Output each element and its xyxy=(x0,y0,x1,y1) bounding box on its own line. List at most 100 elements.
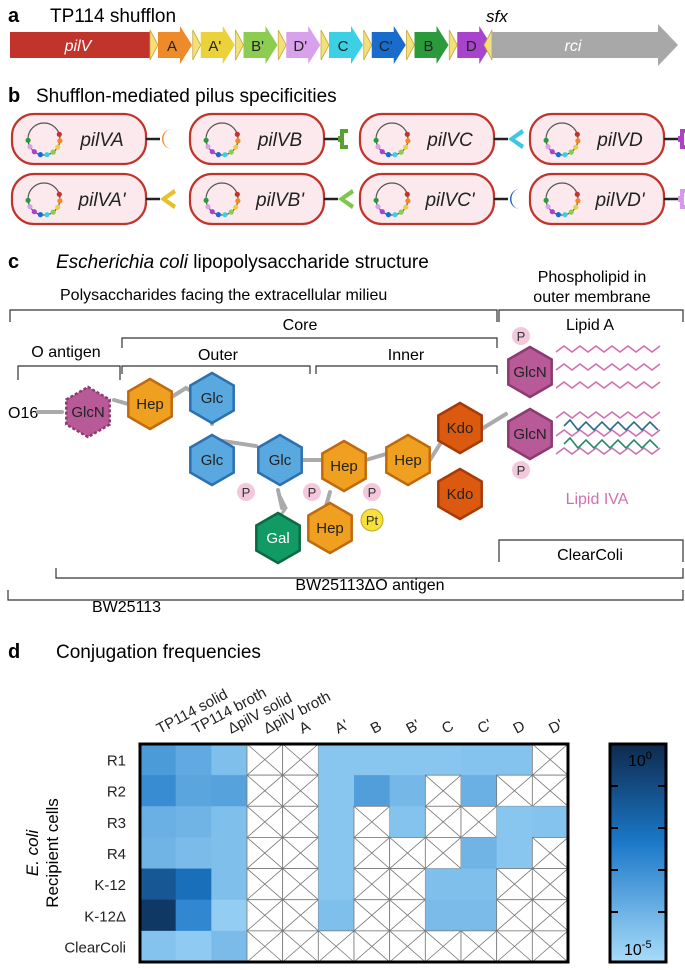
heatmap-cell xyxy=(425,744,462,776)
pilus-tip xyxy=(508,129,524,149)
shufflon-segment: C' xyxy=(363,26,406,64)
heatmap-cell-nd xyxy=(246,930,284,963)
plasmid-segment xyxy=(235,198,241,204)
heatmap-cell-nd xyxy=(246,774,284,807)
heatmap-cell xyxy=(389,744,426,776)
pilus-cell: pilVB xyxy=(188,112,348,166)
segment-label: D' xyxy=(293,38,307,55)
plasmid-segment xyxy=(543,197,549,203)
heatmap-column-label: A' xyxy=(332,716,351,737)
heatmap-cell-nd xyxy=(531,868,569,901)
o16-label: O16 xyxy=(8,405,38,422)
heatmap-cell-nd xyxy=(424,930,462,963)
heatmap-column-label: C xyxy=(439,717,457,737)
heatmap-cell xyxy=(461,744,498,776)
heatmap-cross xyxy=(282,743,319,776)
plasmid-segment xyxy=(404,131,410,137)
heatmap-cell-nd xyxy=(424,774,462,807)
heatmap-cross xyxy=(282,805,319,838)
plasmid-segment xyxy=(555,212,562,218)
clearcoli-label: ClearColi xyxy=(557,547,623,564)
heatmap-cell xyxy=(211,868,248,901)
heatmap-cross xyxy=(425,837,462,869)
plasmid-segment xyxy=(55,204,61,210)
plasmid-segment xyxy=(405,138,411,144)
tail-lipid-a xyxy=(563,418,659,432)
plasmid-segment xyxy=(385,212,391,218)
sugar-hep: Hep xyxy=(307,501,353,555)
heatmap-cell xyxy=(389,775,426,807)
heatmap-cell xyxy=(140,744,177,776)
sugar-label: GlcN xyxy=(71,404,104,421)
pilv-label: pilV xyxy=(64,38,93,55)
plasmid-segment xyxy=(379,149,385,155)
sugar-hep: Hep xyxy=(127,377,173,431)
heatmap-row-label: K-12 xyxy=(94,877,126,894)
panel-a-title: TP114 shufflon xyxy=(50,6,176,27)
cell-body xyxy=(10,112,148,166)
plasmid-segment xyxy=(549,209,555,215)
sfx-repeat xyxy=(192,29,202,61)
heatmap-cell-nd xyxy=(389,930,426,963)
sugar-kdo: Kdo xyxy=(437,467,483,521)
heatmap-cross xyxy=(353,837,390,869)
bracket-inner xyxy=(315,365,498,374)
heatmap-row-label: R2 xyxy=(107,784,126,801)
bracket-core xyxy=(121,337,498,348)
sfx-label: sfx xyxy=(486,7,508,26)
sugar-glcn: GlcN xyxy=(65,385,111,439)
colorbar-ticks xyxy=(610,785,666,913)
plasmid-segment xyxy=(379,209,385,215)
sugar-label: GlcN xyxy=(513,426,546,443)
plasmid-segment xyxy=(27,144,33,150)
heatmap-cross xyxy=(282,774,319,807)
pilus-tip xyxy=(678,129,685,149)
heatmap-cell-nd xyxy=(353,837,391,869)
heatmap-cell-nd xyxy=(496,930,533,963)
segment-label: D xyxy=(466,38,477,55)
heatmap-cell xyxy=(211,837,248,870)
pt-label: Pt xyxy=(366,513,379,528)
heatmap-cross xyxy=(389,930,426,963)
heatmap-cell-nd xyxy=(496,899,533,932)
pilus-cell-label: pilVA xyxy=(79,130,123,151)
sugar-label: Glc xyxy=(201,452,224,469)
heatmap-row-label: K-12Δ xyxy=(84,908,126,925)
phospholipid-label-2: outer membrane xyxy=(533,289,650,306)
segment-label: B xyxy=(423,38,433,55)
phosphate: P xyxy=(303,483,321,501)
pilus-cell: pilVB' xyxy=(188,172,354,226)
heatmap-cross xyxy=(389,868,426,901)
pilus-cell-label: pilVC xyxy=(426,130,473,151)
phosphate-label: P xyxy=(368,485,377,500)
heatmap-cell xyxy=(496,806,533,838)
heatmap-cell xyxy=(175,899,212,932)
linker-gal xyxy=(278,495,288,517)
plasmid-segment xyxy=(574,191,580,197)
heatmap-cross xyxy=(496,899,533,932)
heatmap-cell-nd xyxy=(353,868,391,901)
bracket-clearcoli xyxy=(498,539,684,562)
heatmap-cross xyxy=(425,805,462,838)
heatmap-cell-nd xyxy=(246,743,284,776)
heatmap-cross xyxy=(532,837,569,869)
segment-label: C' xyxy=(379,38,393,55)
sugar-hexagon xyxy=(307,501,353,555)
heatmap-cell xyxy=(175,775,212,807)
heatmap-row-label: R3 xyxy=(107,815,126,832)
plasmid-segment xyxy=(37,212,44,218)
plasmid-segment xyxy=(228,209,234,215)
sfx-repeat xyxy=(320,29,330,61)
heatmap-cross xyxy=(318,930,355,963)
heatmap-cell xyxy=(140,899,177,932)
heatmap-cell-nd xyxy=(246,805,284,838)
cbar-max-exp: 0 xyxy=(646,750,652,762)
heatmap-cross xyxy=(532,774,569,807)
pilus-cell: pilVD' xyxy=(528,172,685,226)
segment-arrow xyxy=(329,26,363,64)
plasmid-segment xyxy=(549,149,555,155)
plasmid-segment xyxy=(31,209,37,215)
heatmap-cell xyxy=(211,775,248,807)
heatmap-cell xyxy=(461,837,498,870)
